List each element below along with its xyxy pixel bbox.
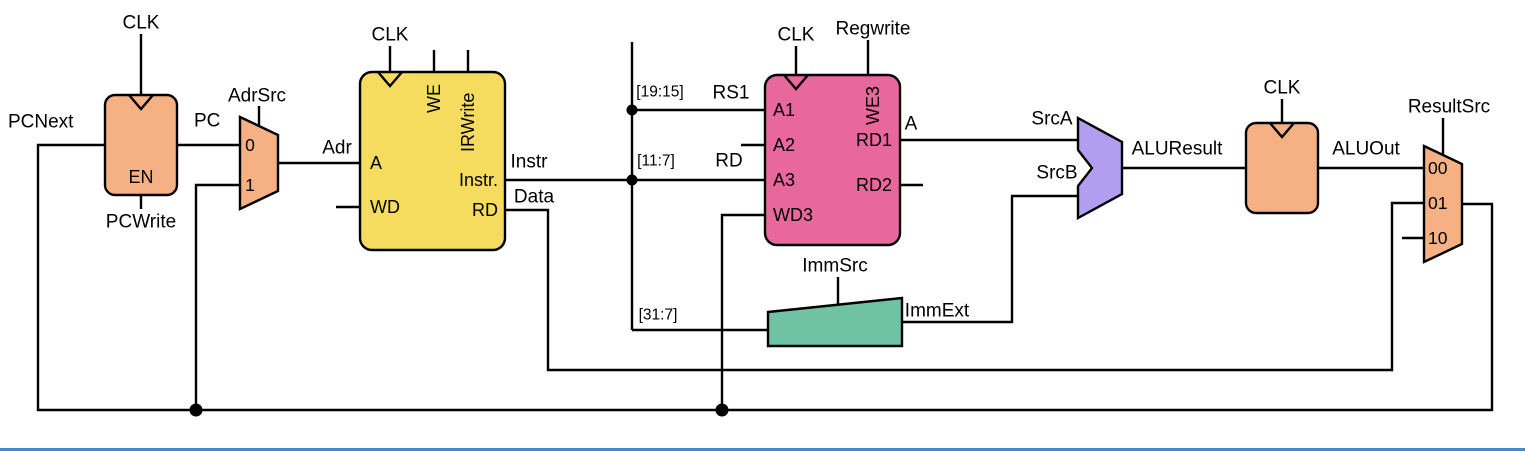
extend-unit-shape <box>766 296 904 348</box>
data-wire-label: Data <box>514 187 555 208</box>
pc-en-pin-label: EN <box>128 167 153 187</box>
rs1-name-label: RS1 <box>713 83 750 104</box>
pc-register-shape <box>103 93 179 197</box>
aluout-clk-label: CLK <box>1264 78 1301 99</box>
junction-bus-rs1 <box>626 104 638 116</box>
adrsrc-label: AdrSrc <box>228 86 286 107</box>
instr-wire-label: Instr <box>511 152 549 173</box>
junction-bus-instr <box>626 174 638 186</box>
pcnext-label: PCNext <box>8 112 74 133</box>
memory-a-pin-label: A <box>370 153 382 173</box>
we3-pin-label: WE3 <box>863 86 883 125</box>
wire-result-to-adrmux <box>194 183 240 410</box>
window-bottom-edge <box>0 448 1525 451</box>
wire-result-to-wd3 <box>720 213 765 410</box>
regwrite-label: Regwrite <box>836 19 911 40</box>
resultsrc-label: ResultSrc <box>1408 97 1490 118</box>
aluout-register-shape <box>1244 121 1320 215</box>
resultsrc-input00-label: 00 <box>1428 158 1448 178</box>
srcb-label: SrcB <box>1036 163 1077 184</box>
srca-label: SrcA <box>1031 109 1073 130</box>
memory-we-pin-label: WE <box>424 84 444 113</box>
aluout-label: ALUOut <box>1332 139 1400 160</box>
resultsrc-input01-label: 01 <box>1428 193 1447 213</box>
adr-wire-label: Adr <box>322 138 352 159</box>
wd3-pin-label: WD3 <box>773 205 813 225</box>
aluout-clock-wedge-icon <box>1269 122 1295 139</box>
memory-wd-pin-label: WD <box>370 197 400 217</box>
resultsrc-input10-label: 10 <box>1428 228 1448 248</box>
pc-label: PC <box>194 111 220 132</box>
junction-result-wd3 <box>715 403 729 417</box>
rd-name-label: RD <box>715 151 742 172</box>
wire-data <box>505 201 1424 372</box>
pc-clk-label: CLK <box>123 13 160 34</box>
regfile-clock-wedge-icon <box>783 74 809 91</box>
adrsrc-mux-shape <box>238 115 280 211</box>
rs1-bits-label: [19:15] <box>636 84 683 101</box>
pc-clock-wedge-icon <box>128 94 154 111</box>
rd-bits-label: [11:7] <box>637 153 675 170</box>
memory-shape <box>358 70 507 252</box>
wire-srcb <box>902 194 1078 324</box>
memory-rd-pin-label: RD <box>472 200 498 220</box>
a3-pin-label: A3 <box>773 170 795 190</box>
regfile-clk-label: CLK <box>778 25 815 46</box>
memory-clock-wedge-icon <box>377 71 403 88</box>
a1-pin-label: A1 <box>773 100 795 120</box>
memory-clk-label: CLK <box>372 25 409 46</box>
wire-result-bus <box>36 143 1494 412</box>
immext-label: ImmExt <box>905 301 970 322</box>
junction-result-adrmux <box>189 403 203 417</box>
adrsrc-input0-label: 0 <box>245 135 255 155</box>
resultsrc-mux-shape <box>1422 144 1464 264</box>
memory-instr-pin-label: Instr. <box>459 170 498 190</box>
memory-irwrite-pin-label: IRWrite <box>458 93 478 152</box>
register-file-shape <box>763 73 902 247</box>
immsrc-label: ImmSrc <box>802 256 867 277</box>
aluresult-label: ALUResult <box>1132 139 1224 160</box>
rd1-pin-label: RD1 <box>856 130 892 150</box>
adrsrc-input1-label: 1 <box>245 175 255 195</box>
a2-pin-label: A2 <box>773 135 795 155</box>
imm-bits-label: [31:7] <box>639 307 678 324</box>
alu-shape <box>1076 115 1124 221</box>
rd2-pin-label: RD2 <box>856 175 892 195</box>
rd1-bus-label: A <box>905 114 918 135</box>
pcwrite-label: PCWrite <box>106 212 176 233</box>
